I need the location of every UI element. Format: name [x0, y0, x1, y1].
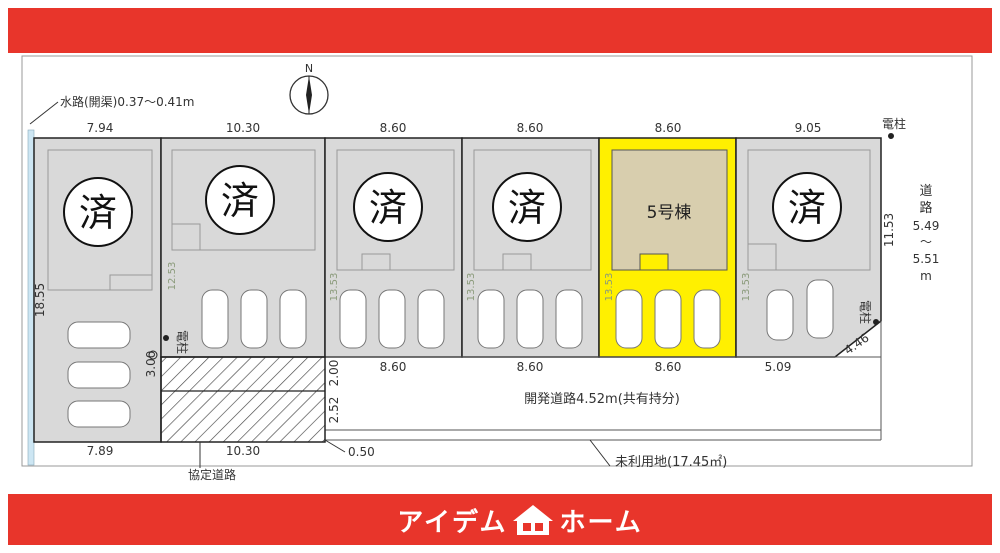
- pole-label-top: 電柱: [882, 116, 906, 131]
- lot-1-status: 済: [79, 191, 117, 235]
- right-depth-dim: 11.53: [882, 213, 896, 247]
- left-depth-dim: 18.55: [33, 283, 47, 317]
- road-width-2: 5.51: [913, 252, 940, 266]
- lot-3-depth-dim: 13.53: [329, 273, 340, 302]
- compass-n-label: N: [305, 62, 313, 75]
- lot-4-depth-dim: 13.53: [466, 273, 477, 302]
- road-label-1: 道: [919, 184, 932, 199]
- agreement-road-area: [160, 356, 326, 443]
- lot-5-bottom-dim: 8.60: [655, 360, 682, 374]
- brand-text-1: アイデム: [397, 507, 508, 538]
- pole-top-icon: [888, 133, 894, 139]
- road-label-2: 路: [919, 200, 932, 216]
- lot-3-bottom-dim: 8.60: [380, 360, 407, 374]
- pole-right-icon: [873, 319, 879, 325]
- road-unit: m: [920, 269, 932, 283]
- lot-2-status: 済: [221, 179, 259, 223]
- brand-logo: アイデム ホーム: [390, 497, 650, 543]
- lot-6-depth-dim: 13.53: [741, 273, 752, 302]
- pole-label-right: 電柱: [858, 300, 873, 324]
- pole-left-icon: [163, 335, 169, 341]
- lot-1-top-dim: 7.94: [87, 121, 114, 135]
- lot-5[interactable]: [598, 137, 737, 358]
- pole-gap-dim: 3.00: [144, 351, 158, 378]
- dev-road-label: 開発道路4.52m(共有持分): [524, 391, 680, 407]
- parking-cars: [67, 279, 834, 428]
- road-width-2-dim: 2.52: [327, 397, 341, 424]
- lot-3-top-dim: 8.60: [380, 121, 407, 135]
- lot-2-depth-dim: 12.53: [167, 262, 178, 291]
- lot-4-top-dim: 8.60: [517, 121, 544, 135]
- unused-land-label: 未利用地(17.45㎡): [615, 455, 727, 470]
- lot-5-label: 5号棟: [647, 203, 692, 223]
- bottom-left-dim: 7.89: [87, 444, 114, 458]
- lot-2-top-dim: 10.30: [226, 121, 260, 135]
- offset-dim: 0.50: [348, 445, 375, 459]
- lot-6-top-dim: 9.05: [795, 121, 822, 135]
- header-bar: [8, 8, 992, 53]
- brand-text-2: ホーム: [559, 507, 643, 538]
- bottom-mid-dim: 10.30: [226, 444, 260, 458]
- lot-4-bottom-dim: 8.60: [517, 360, 544, 374]
- lot-5-depth-dim: 13.53: [604, 273, 615, 302]
- waterway-label: 水路(開渠)0.37～0.41m: [60, 94, 195, 109]
- road-tilde: ～: [920, 235, 932, 249]
- lot-6-bottom-dim: 5.09: [765, 360, 792, 374]
- lot-5-top-dim: 8.60: [655, 121, 682, 135]
- lot-6-status: 済: [788, 186, 826, 230]
- lot-3-status: 済: [369, 186, 407, 230]
- pole-label-left: 電柱: [175, 330, 190, 354]
- house-logo-icon: [513, 505, 554, 535]
- site-boundary: [21, 55, 973, 467]
- sold-stamps: [63, 165, 842, 247]
- road-width-1-dim: 2.00: [327, 360, 341, 387]
- road-width-1: 5.49: [913, 219, 940, 233]
- north-compass-icon: [289, 75, 329, 115]
- footer-bar: [8, 494, 992, 545]
- agreement-road-label: 協定道路: [188, 467, 236, 482]
- lot-4-status: 済: [508, 186, 546, 230]
